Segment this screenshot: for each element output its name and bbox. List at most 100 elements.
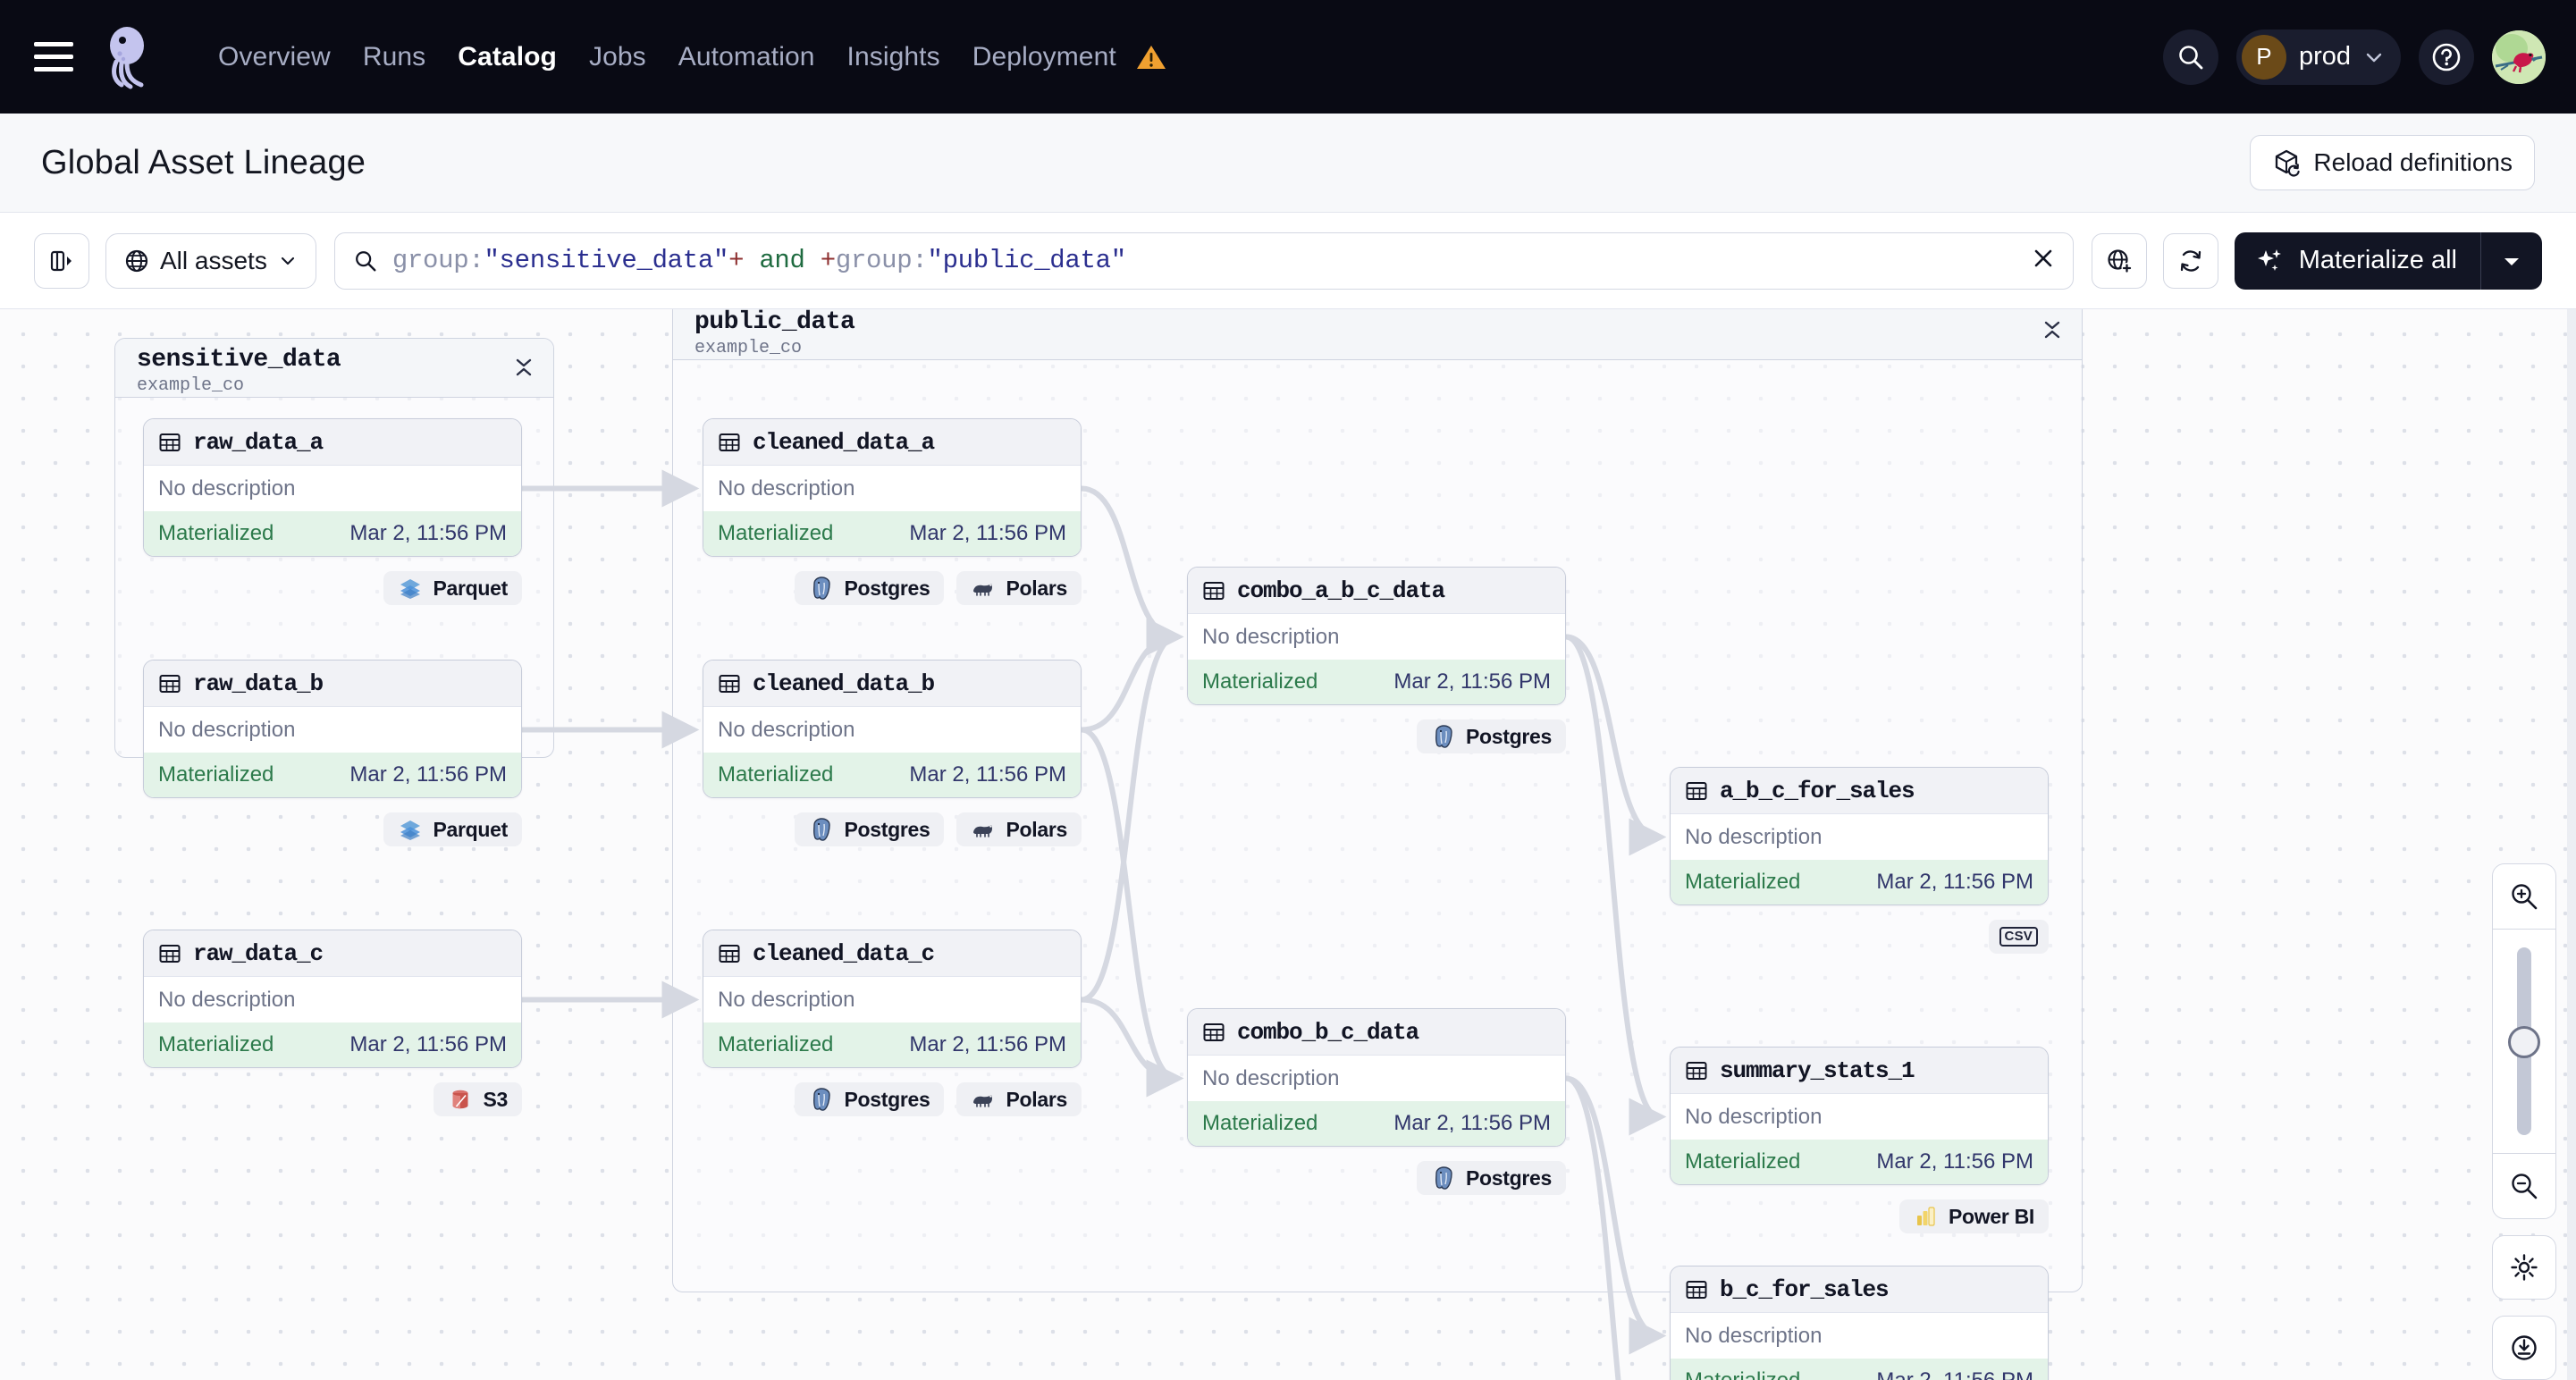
status-badge: Materialized (158, 1032, 274, 1056)
search-icon[interactable] (2162, 29, 2218, 85)
asset-node-tags: Postgres Polars (703, 571, 1082, 605)
asset-tag-postgres[interactable]: Postgres (795, 1082, 945, 1116)
asset-tag-parquet[interactable]: Parquet (383, 571, 522, 605)
status-badge: Materialized (1685, 870, 1801, 894)
nav-link-deployment[interactable]: Deployment (972, 41, 1116, 72)
asset-node-tags: CSV (1670, 920, 2049, 954)
asset-filter-dropdown[interactable]: All assets (105, 232, 316, 289)
asset-node-description: No description (1671, 1313, 2048, 1359)
sparkle-icon (2257, 248, 2281, 271)
gear-icon[interactable] (2492, 1235, 2556, 1300)
status-badge: Materialized (718, 762, 834, 787)
asset-tag-polars[interactable]: Polars (956, 571, 1082, 605)
asset-tag-polars[interactable]: Polars (956, 812, 1082, 846)
lineage-toolbar: All assets group:"sensitive_data"+ and +… (0, 213, 2576, 309)
zoom-slider[interactable] (2493, 929, 2555, 1154)
lineage-graph-canvas[interactable]: sensitive_data example_co public_data ex… (0, 309, 2576, 1380)
asset-node-description: No description (144, 466, 521, 511)
postgres-icon (1431, 1165, 1456, 1191)
materialization-timestamp: Mar 2, 11:56 PM (909, 762, 1066, 787)
table-icon (159, 944, 181, 963)
hamburger-icon[interactable] (34, 38, 73, 77)
nav-link-catalog[interactable]: Catalog (458, 41, 557, 72)
collapse-icon[interactable] (514, 355, 534, 384)
refresh-icon[interactable] (2162, 232, 2218, 289)
materialize-dropdown-toggle[interactable] (2481, 232, 2542, 290)
asset-tag-polars[interactable]: Polars (956, 1082, 1082, 1116)
asset-node-tags: Postgres Polars (703, 812, 1082, 846)
postgres-icon (1431, 724, 1456, 749)
asset-tag-label: Postgres (844, 1087, 930, 1111)
lineage-search-input[interactable]: group:"sensitive_data"+ and +group:"publ… (333, 231, 2074, 290)
asset-node-header: combo_b_c_data (1188, 1009, 1565, 1056)
download-circle-icon[interactable] (2492, 1316, 2556, 1380)
asset-tag-postgres[interactable]: Postgres (1416, 719, 1566, 753)
asset-tag-postgres[interactable]: Postgres (795, 812, 945, 846)
asset-tag-label: Postgres (844, 576, 930, 600)
nav-link-overview[interactable]: Overview (218, 41, 331, 72)
polars-icon (971, 817, 996, 842)
asset-node-description: No description (1188, 614, 1565, 660)
globe-icon (125, 249, 148, 272)
warning-triangle-icon (1136, 44, 1166, 71)
asset-node-tags: Parquet (143, 812, 522, 846)
collapse-icon[interactable] (2042, 317, 2062, 347)
asset-tag-s3[interactable]: S3 (434, 1082, 522, 1116)
asset-group-header: public_data example_co (673, 309, 2082, 360)
asset-tag-power-bi[interactable]: Power BI (1898, 1199, 2049, 1233)
panel-expand-icon[interactable] (34, 232, 89, 289)
asset-node-title: raw_data_b (193, 669, 324, 697)
reload-definitions-button[interactable]: Reload definitions (2250, 135, 2535, 190)
question-circle-icon[interactable] (2419, 29, 2474, 85)
asset-tag-label: Postgres (1465, 1165, 1552, 1190)
asset-node-tags: Postgres Polars (703, 1082, 1082, 1116)
asset-tag-postgres[interactable]: Postgres (795, 571, 945, 605)
asset-tag-csv[interactable]: CSV (1988, 920, 2049, 954)
nav-link-insights[interactable]: Insights (846, 41, 940, 72)
deployment-selector[interactable]: P prod (2235, 29, 2401, 85)
zoom-out-icon[interactable] (2493, 1154, 2555, 1218)
table-icon (1686, 1280, 1707, 1299)
asset-node-description: No description (144, 707, 521, 753)
nav-link-automation[interactable]: Automation (678, 41, 815, 72)
page-header: Global Asset Lineage Reload definitions (0, 114, 2576, 213)
materialize-all-button[interactable]: Materialize all (2234, 231, 2542, 290)
materialize-all-main[interactable]: Materialize all (2235, 232, 2480, 290)
query-token: group: (391, 246, 484, 275)
globe-plus-icon[interactable] (2091, 232, 2147, 289)
nav-link-runs[interactable]: Runs (362, 41, 426, 72)
asset-tag-parquet[interactable]: Parquet (383, 812, 522, 846)
vertical-scrollbar[interactable] (2567, 309, 2576, 1380)
zoom-slider-thumb[interactable] (2508, 1026, 2540, 1058)
asset-node-title: cleaned_data_b (753, 669, 935, 697)
dagster-logo[interactable] (98, 22, 168, 92)
close-icon[interactable] (2030, 245, 2057, 276)
user-avatar[interactable] (2492, 29, 2546, 84)
nav-link-jobs[interactable]: Jobs (588, 41, 646, 72)
materialization-timestamp: Mar 2, 11:56 PM (909, 521, 1066, 545)
chevron-down-icon (2366, 53, 2382, 62)
materialization-timestamp: Mar 2, 11:56 PM (1876, 870, 2033, 894)
reload-definitions-label: Reload definitions (2313, 148, 2513, 176)
zoom-in-icon[interactable] (2493, 864, 2555, 929)
asset-tag-postgres[interactable]: Postgres (1416, 1161, 1566, 1195)
asset-node-description: No description (1671, 814, 2048, 860)
status-badge: Materialized (718, 1032, 834, 1056)
page-title: Global Asset Lineage (41, 143, 366, 181)
asset-tag-label: Parquet (433, 817, 508, 841)
